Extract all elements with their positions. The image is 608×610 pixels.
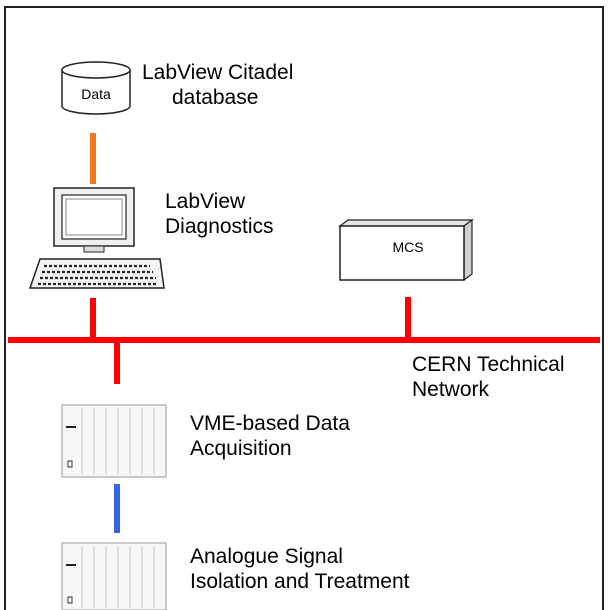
computer-icon: [28, 187, 165, 289]
network-bus: [8, 297, 600, 384]
analogue-label-line1: Analogue Signal: [190, 545, 343, 568]
vme-rack-icon: [61, 404, 167, 478]
vme-label-line1: VME-based Data: [190, 412, 350, 435]
database-label-line2: database: [172, 86, 259, 109]
network-label: CERN Technical Network: [412, 352, 565, 402]
mcs-server: MCS: [338, 218, 474, 282]
analogue-label: Analogue Signal Isolation and Treatment: [190, 544, 409, 594]
vme-label-line2: Acquisition: [190, 437, 292, 460]
analogue-rack-icon: [61, 542, 167, 610]
mcs-label: MCS: [392, 239, 423, 255]
network-label-line2: Network: [412, 378, 490, 401]
diagnostics-label-line1: LabView: [165, 190, 246, 213]
analogue-label-line2: Isolation and Treatment: [190, 570, 410, 593]
diagram-frame: [4, 6, 604, 610]
network-label-line1: CERN Technical: [412, 353, 565, 376]
database-label: LabView Citadel database: [142, 60, 293, 110]
database-label-line1: LabView Citadel: [142, 61, 294, 84]
database-cylinder-text: Data: [81, 86, 111, 102]
diagnostics-label: LabView Diagnostics: [165, 189, 274, 239]
vme-label: VME-based Data Acquisition: [190, 411, 350, 461]
database-icon: Data: [61, 61, 131, 115]
diagnostics-label-line2: Diagnostics: [165, 215, 274, 238]
